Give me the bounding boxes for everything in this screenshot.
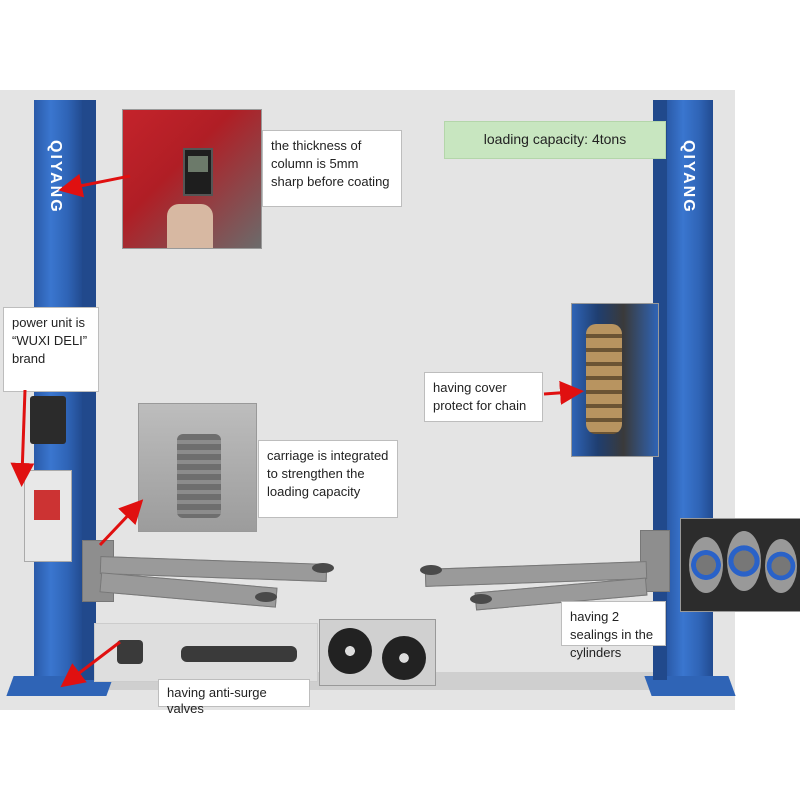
carriage-note: carriage is integrated to strengthen the… (258, 440, 398, 518)
carriage-roller-icon (177, 434, 221, 518)
valves-photo-left (94, 623, 318, 682)
carriage-photo (138, 403, 257, 532)
hand-image (167, 204, 213, 248)
left-arm-pad-1 (312, 563, 334, 573)
caliper-gauge-icon (183, 148, 213, 196)
chain-cover-photo (571, 303, 659, 457)
right-arm-pad-2 (470, 594, 492, 604)
caliper-photo (122, 109, 262, 249)
power-unit-label (34, 490, 60, 520)
valve-fitting-small-icon (117, 640, 143, 664)
power-unit-motor (30, 396, 66, 444)
left-arm-pad-2 (255, 592, 277, 602)
sealing-ring-icon-1 (689, 537, 723, 593)
valve-end-icon-1 (328, 628, 372, 674)
left-post-brand: QIYANG (47, 140, 64, 214)
right-post-brand: QIYANG (680, 140, 697, 214)
valve-fitting-long-icon (181, 646, 297, 662)
sealing-ring-icon-3 (765, 539, 797, 593)
column-thickness-note: the thickness of column is 5mm sharp bef… (262, 130, 402, 207)
sealings-photo (680, 518, 800, 612)
chain-icon (586, 324, 622, 434)
sealings-note: having 2 sealings in the cylinders (561, 601, 666, 660)
capacity-label: loading capacity: 4tons (444, 121, 666, 159)
right-arm-pad-1 (420, 565, 442, 575)
power-unit-note: power unit is “WUXI DELI” brand (3, 307, 99, 392)
valve-end-icon-2 (382, 636, 426, 680)
right-carriage (640, 530, 670, 592)
sealing-ring-icon-2 (727, 531, 761, 591)
left-post (34, 100, 82, 690)
anti-surge-valves-note: having anti-surge valves (158, 679, 310, 716)
chain-cover-note: having cover protect for chain (424, 372, 543, 422)
valves-photo-right (319, 619, 436, 686)
caliper-display (188, 156, 208, 172)
